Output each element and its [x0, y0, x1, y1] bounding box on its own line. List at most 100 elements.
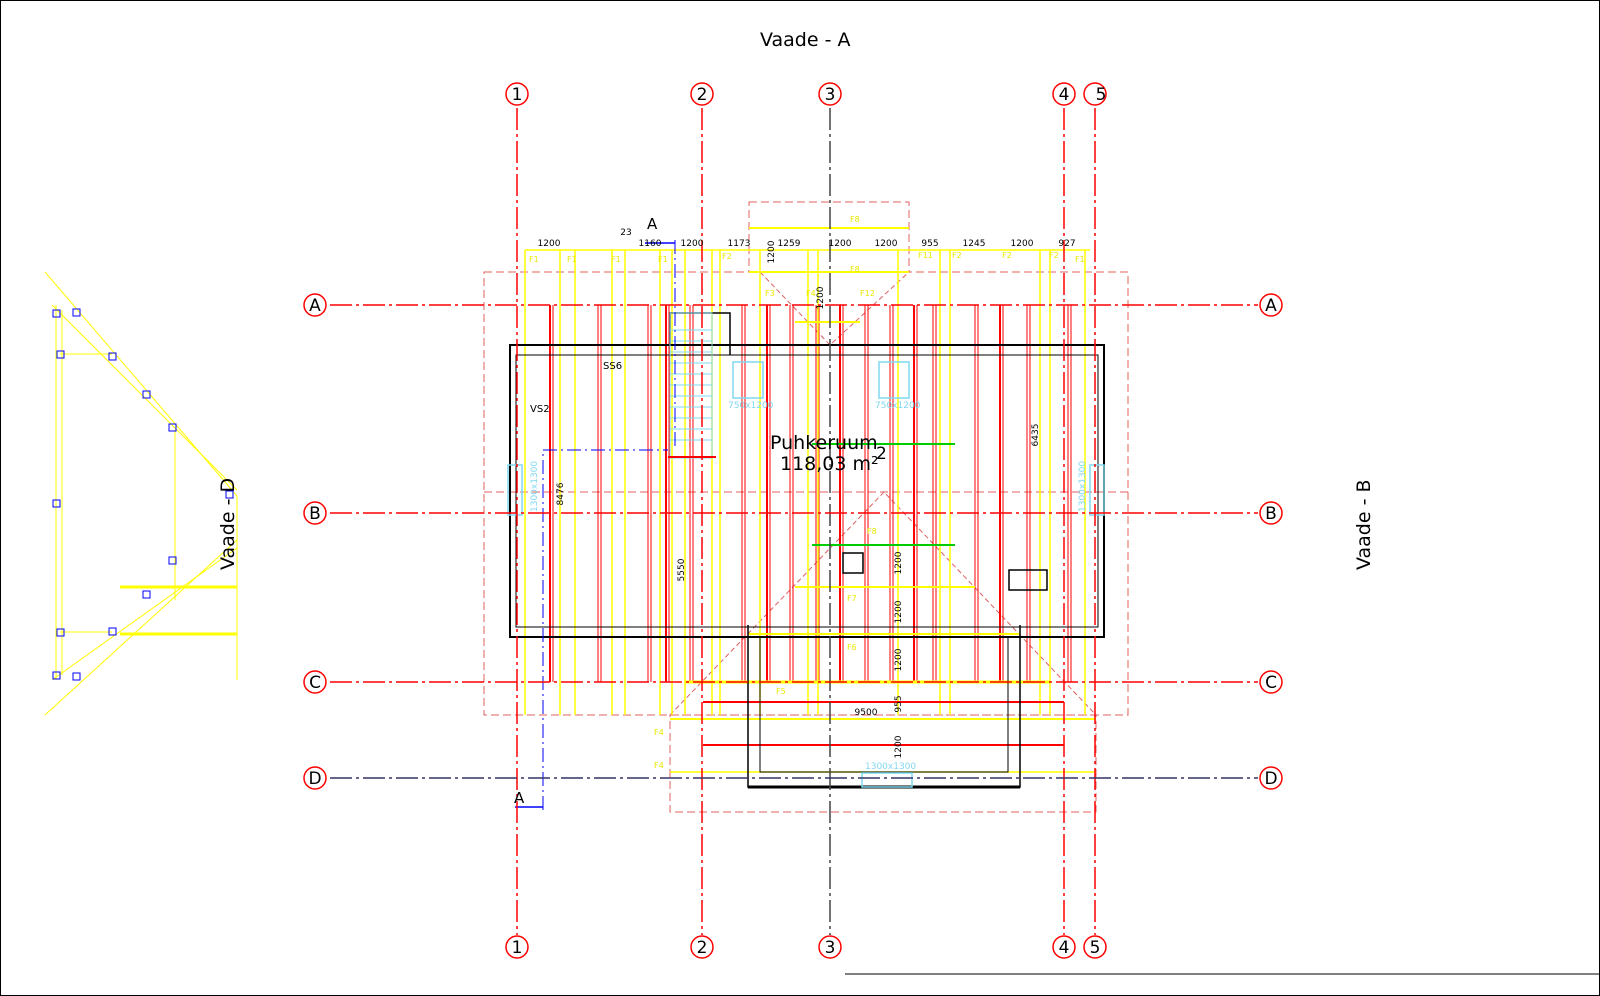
- room-number: 2: [876, 444, 887, 464]
- grid-bubble: [1259, 766, 1283, 790]
- window-size-label: 1300x1300: [865, 762, 916, 772]
- view-title-a: Vaade - A: [760, 29, 851, 51]
- member-label: F2: [952, 251, 962, 260]
- grid-row-c-right: C: [1265, 673, 1277, 693]
- grid-col-1-top: 1: [512, 85, 523, 105]
- member-label: F1: [529, 255, 539, 264]
- grid-col-1-bottom: 1: [512, 938, 523, 958]
- truss-chord: [51, 547, 238, 681]
- truss-connector: [168, 423, 177, 432]
- grid-bubble: [1259, 293, 1283, 317]
- truss-connector: [56, 628, 65, 637]
- member-label: F2: [1049, 251, 1059, 260]
- grid-row-d-right: D: [1264, 769, 1277, 789]
- grid-bubble: [303, 293, 327, 317]
- grid-bubble: [818, 82, 842, 106]
- truss-connector: [168, 556, 177, 565]
- window: [1089, 464, 1105, 516]
- dim: 23: [620, 228, 631, 238]
- dim: 1200: [538, 239, 561, 249]
- chimney: [1008, 569, 1048, 591]
- member-label: F4: [806, 289, 816, 298]
- grid-bubble: [1259, 670, 1283, 694]
- dim: 955: [921, 239, 938, 249]
- member-label: F1: [567, 255, 577, 264]
- wall: [669, 312, 731, 355]
- dim: 5550: [677, 558, 687, 581]
- member-label: F12: [860, 289, 875, 298]
- grid-col-2-bottom: 2: [697, 938, 708, 958]
- grid-col-4-top: 4: [1059, 85, 1070, 105]
- truss-connector: [142, 390, 151, 399]
- member-label: F8: [850, 265, 860, 274]
- dim: 1259: [778, 239, 801, 249]
- member-label: F2: [722, 252, 732, 261]
- vent: [842, 552, 864, 574]
- truss-connector: [52, 671, 61, 680]
- dim: 1245: [963, 239, 986, 249]
- dormer-outline: [748, 201, 910, 273]
- dim: 1200: [875, 239, 898, 249]
- top-dimensions: 1200 23 1160 1200 1173 1259 1200 1200 95…: [538, 228, 1076, 249]
- vertical-dimensions: 1200 1200 8476 5550 6435 1200 1200 1200 …: [556, 240, 1041, 758]
- window-size-label: 750x1200: [875, 401, 921, 411]
- truss-connector: [108, 352, 117, 361]
- dim: 1200: [816, 286, 826, 309]
- dim: 9500: [855, 708, 878, 718]
- member-label: F11: [918, 251, 933, 260]
- grid-bubble: [303, 766, 327, 790]
- dim: 1200: [894, 735, 904, 758]
- dim: 1200: [1011, 239, 1034, 249]
- truss-connector: [56, 350, 65, 359]
- grid-row-d-left: D: [308, 769, 321, 789]
- grid-bubble: [1083, 82, 1107, 106]
- grid-bubble: [1083, 935, 1107, 959]
- grid-col-2-top: 2: [697, 85, 708, 105]
- room-name: Puhkeruum: [770, 432, 878, 454]
- member-label: F1: [658, 255, 668, 264]
- member-label: F1: [611, 255, 621, 264]
- grid-col-5-top: 5: [1096, 85, 1107, 105]
- roof-window: [732, 361, 764, 399]
- member-label: F1: [1075, 255, 1085, 264]
- roof-outline: [483, 271, 1129, 716]
- truss-connector: [225, 490, 234, 499]
- truss-connector: [72, 308, 81, 317]
- truss-chord: [44, 539, 238, 716]
- grid-bubble: [1052, 935, 1076, 959]
- member-labels: F1 F1 F1 F1 F2 F8 F8 F3 F4 F12 F11 F2 F2…: [529, 215, 1085, 770]
- hip-line: [759, 271, 910, 346]
- window-size-label: 1300x1300: [530, 461, 540, 512]
- exterior-wall: [509, 344, 1105, 638]
- grid-col-3-bottom: 3: [825, 938, 836, 958]
- grid-bubble: [690, 935, 714, 959]
- dim: 955: [894, 695, 904, 712]
- dim: 6435: [1031, 424, 1041, 447]
- grid-row-b-right: B: [1265, 504, 1277, 524]
- member-label: F8: [850, 215, 860, 224]
- member-label: F4: [654, 728, 664, 737]
- view-title-b: Vaade - B: [1353, 479, 1375, 570]
- section-marker-bottom: A: [514, 789, 525, 807]
- window-size-label: 1300x1300: [1078, 461, 1088, 512]
- truss-connector: [108, 627, 117, 636]
- grid-col-5-bottom: 5: [1090, 938, 1101, 958]
- dim: 1200: [894, 648, 904, 671]
- grid-bubble: [303, 501, 327, 525]
- hip-line: [669, 491, 1097, 716]
- member-label: F5: [776, 687, 786, 696]
- grid-row-c-left: C: [309, 673, 321, 693]
- dim: 1200: [894, 551, 904, 574]
- view-title-d: Vaade - D: [217, 478, 239, 570]
- member-label: F2: [1002, 251, 1012, 260]
- dim: 927: [1058, 239, 1075, 249]
- dim: 8476: [556, 482, 566, 505]
- dim: 1160: [639, 239, 662, 249]
- section-line: [542, 449, 668, 810]
- window: [507, 464, 523, 516]
- grid-bubble: [818, 935, 842, 959]
- section-marker-top: A: [647, 215, 658, 233]
- vs-tag: VS2: [530, 404, 550, 415]
- roof-window: [878, 361, 910, 399]
